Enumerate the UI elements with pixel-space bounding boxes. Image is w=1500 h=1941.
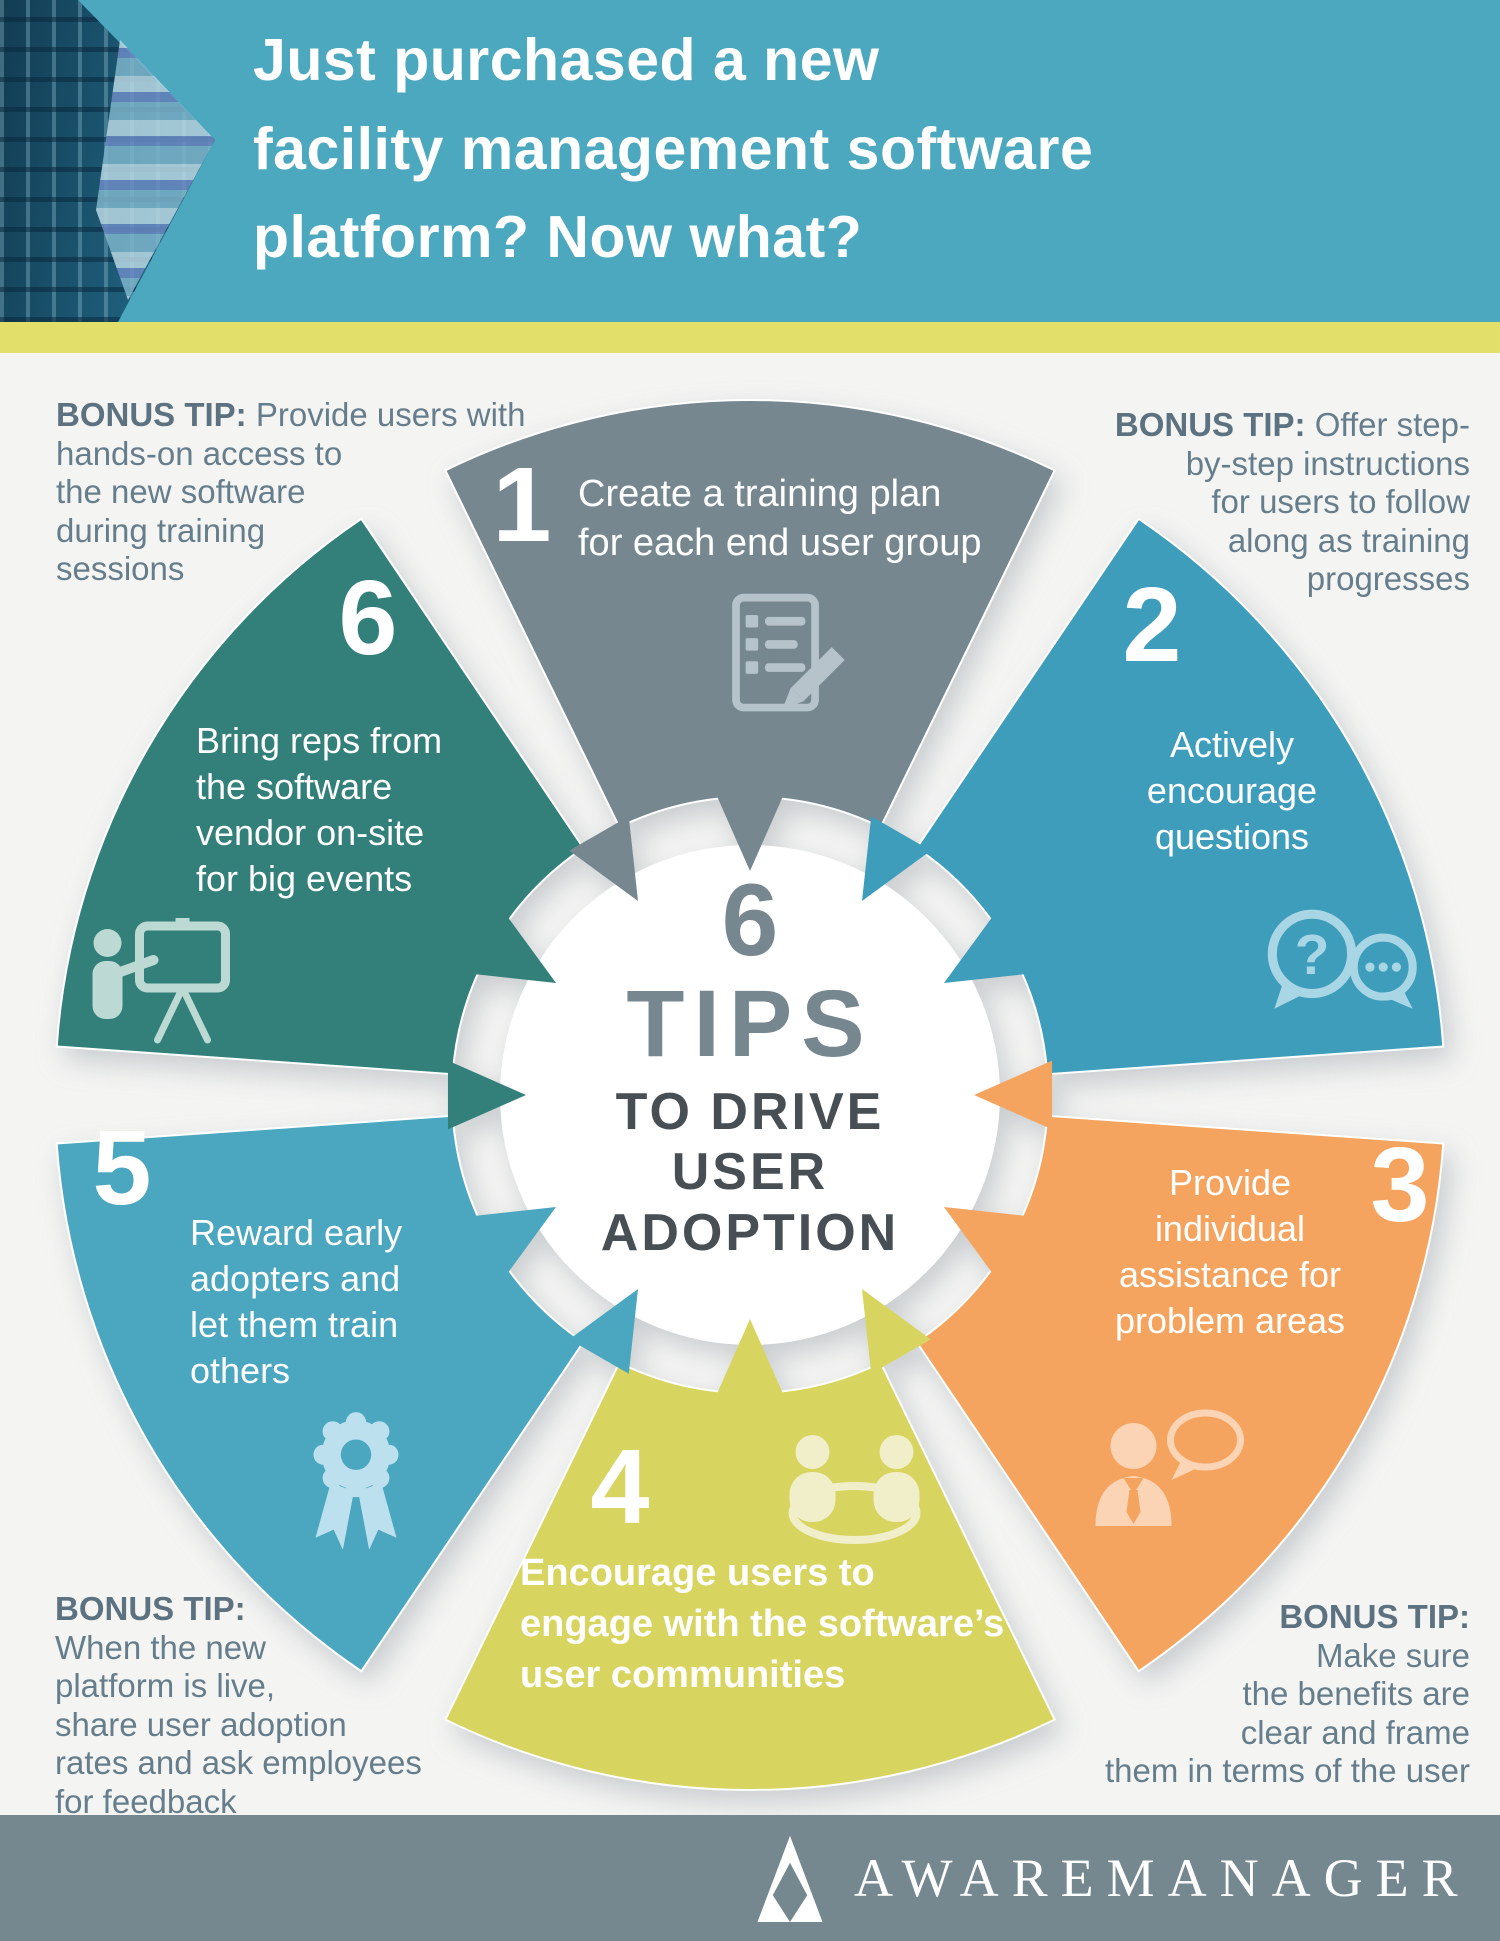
segment-text-line: adopters and [190,1258,401,1300]
segment-2-text: Actively encourage questions [1072,722,1392,860]
presenter-icon [84,918,239,1058]
segment-2-number: 2 [1122,566,1182,684]
bonus-tip-line: them in terms of the user [1105,1752,1470,1790]
segment-text-line: engage with the software’s [520,1602,1005,1645]
bonus-tip-label: BONUS TIP: [56,396,247,433]
segment-text-line: problem areas [1114,1300,1346,1342]
bonus-tip-line: the benefits are [1242,1675,1471,1713]
bonus-tip-top-right: BONUS TIP: Offer step- by-step instructi… [1030,406,1470,599]
center-word: TIPS [626,971,874,1078]
bonus-tip-line: for users to follow [1211,483,1470,521]
segment-4-text: Encourage users to engage with the softw… [520,1548,1004,1701]
page-title: Just purchased a new facility management… [253,16,1093,282]
segment-text-line: for each end user group [578,521,982,564]
bonus-tip-line: sessions [56,550,185,588]
bonus-tip-line: clear and frame [1240,1713,1470,1751]
segment-5-text: Reward early adopters and let them train… [190,1210,402,1394]
center-count: 6 [721,863,779,978]
bonus-tip-line: Provide users with [255,396,526,433]
segment-text-line: individual [1154,1208,1306,1250]
bonus-tip-label: BONUS TIP: [55,1590,246,1627]
user-community-icon [763,1425,948,1555]
accent-stripe [0,322,1500,353]
brand-logo: AWAREMANAGER [752,1834,1471,1922]
segment-text-line: questions [1154,816,1310,858]
awaremanager-mark-icon [757,1835,823,1922]
segment-1-number: 1 [492,446,552,564]
center-subtitle-line: ADOPTION [600,1203,900,1262]
bonus-tip-line: the new software [56,473,306,511]
checklist-pencil-icon [723,588,858,728]
bonus-tip-label: BONUS TIP: [1114,406,1306,443]
person-speech-bubble-icon [1080,1396,1255,1556]
bonus-tip-bottom-left: BONUS TIP: When the new platform is live… [55,1590,535,1822]
bonus-tip-line: rates and ask employees [55,1744,422,1782]
segment-text-line: encourage [1146,770,1318,812]
bonus-tip-line: progresses [1306,560,1470,598]
segment-6-number: 6 [338,559,398,677]
segment-text-line: vendor on-site [196,812,425,854]
segment-text-line: for big events [196,858,413,900]
bonus-tip-line: along as training [1227,521,1470,559]
bonus-tip-top-left: BONUS TIP: Provide users with hands-on a… [56,396,596,589]
bonus-tip-line: Make sure [1315,1636,1470,1674]
center-subtitle: TO DRIVE USER ADOPTION [601,1082,899,1263]
bonus-tip-bottom-right: BONUS TIP: Make sure the benefits are cl… [950,1598,1470,1791]
segment-text-line: Encourage users to [520,1552,875,1594]
title-line: Just purchased a new [253,27,880,93]
title-line: platform? Now what? [253,204,863,270]
svg-text:?: ? [1295,923,1330,987]
segment-text-line: Actively [1169,724,1295,765]
bonus-tip-line: share user adoption [55,1705,347,1743]
center-subtitle-line: USER [671,1143,829,1202]
segment-5-number: 5 [92,1109,152,1227]
bonus-tip-line: hands-on access to [56,434,343,472]
bonus-tip-line: When the new [55,1628,266,1666]
segment-text-line: Bring reps from [196,720,443,761]
segment-text-line: assistance for [1118,1254,1342,1296]
bonus-tip-line: for feedback [55,1783,237,1821]
header: Just purchased a new facility management… [0,0,1500,322]
segment-text-line: Provide [1168,1162,1292,1203]
brand-name: AWAREMANAGER [854,1848,1471,1908]
bonus-tip-line: platform is live, [55,1667,276,1705]
segment-4-number: 4 [590,1428,650,1546]
segment-text-line: others [190,1350,291,1392]
segment-text-line: user communities [520,1653,846,1696]
title-line: facility management software [253,115,1094,182]
segment-text-line: let them train [190,1304,399,1346]
footer [0,1815,1500,1941]
bonus-tip-line: by-step instructions [1185,444,1470,482]
segment-text-line: Reward early [190,1212,403,1253]
bonus-tip-label: BONUS TIP: [1279,1598,1470,1635]
bonus-tip-line: during training [56,511,266,549]
center-subtitle-line: TO DRIVE [615,1083,885,1142]
bonus-tip-line: Offer step- [1314,406,1470,443]
segment-1-text: Create a training plan for each end user… [578,470,982,567]
segment-6-text: Bring reps from the software vendor on-s… [196,718,442,902]
segment-text-line: Create a training plan [578,473,942,515]
wheel-center: 6 TIPS TO DRIVE USER ADOPTION [601,869,899,1263]
segment-text-line: the software [196,766,393,808]
segment-3-number: 3 [1370,1126,1430,1244]
question-bubbles-icon: ? [1254,903,1432,1026]
segment-3-text: Provide individual assistance for proble… [1028,1160,1432,1344]
award-ribbon-icon [290,1400,422,1562]
tips-wheel [55,399,1445,1791]
